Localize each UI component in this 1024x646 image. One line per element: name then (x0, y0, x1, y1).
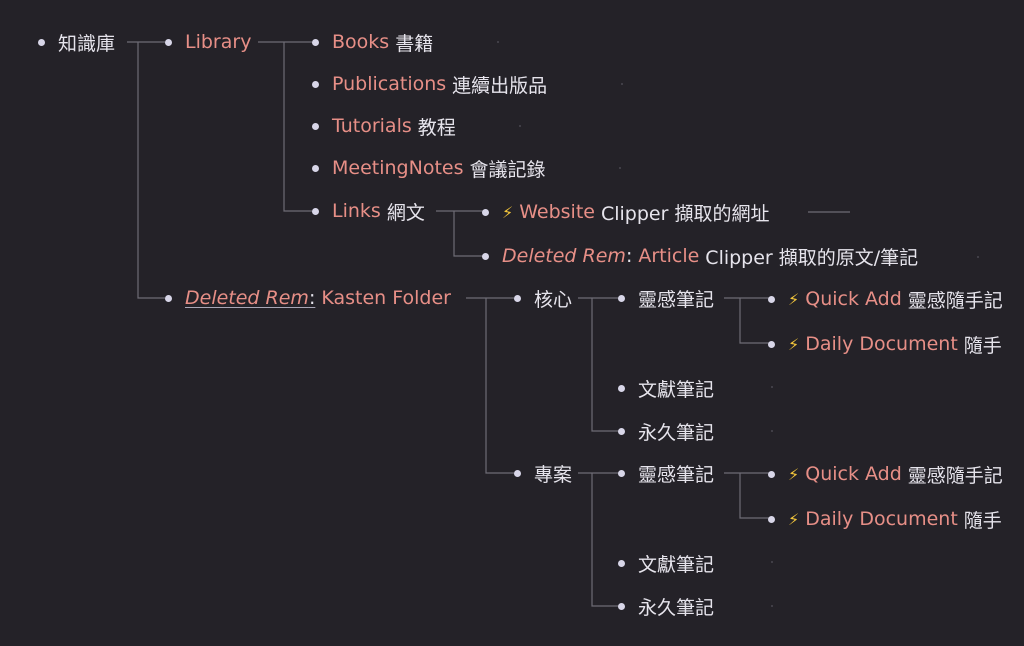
node-core-permanent[interactable]: 永久筆記 (618, 418, 714, 444)
colon: : (308, 287, 316, 309)
connector-kasten-project (485, 298, 514, 474)
node-link[interactable]: Daily Document (805, 333, 958, 355)
connector-core-daily (739, 298, 770, 344)
node-text: Clipper 擷取的網址 (600, 202, 770, 225)
node-article-clipper[interactable]: Deleted Rem : Article Clipper 擷取的原文/筆記 (482, 243, 918, 269)
node-library[interactable]: Library (165, 29, 251, 55)
bullet-icon[interactable] (618, 469, 625, 477)
lightning-icon: ⚡ (788, 334, 800, 354)
lightning-icon: ⚡ (788, 289, 800, 309)
bullet-icon[interactable] (618, 559, 625, 567)
bullet-icon[interactable] (165, 38, 172, 46)
bullet-icon[interactable] (618, 384, 625, 392)
bullet-icon[interactable] (768, 515, 775, 523)
node-link[interactable]: Quick Add (805, 288, 902, 310)
connector-library-links (283, 42, 312, 212)
bullet-icon[interactable] (312, 80, 319, 88)
node-label: 核心 (534, 288, 573, 311)
node-link[interactable]: Links (332, 200, 381, 222)
node-text: Kasten Folder (321, 287, 451, 309)
node-link[interactable]: Article (638, 245, 700, 267)
node-project-permanent[interactable]: 永久筆記 (618, 593, 714, 619)
bullet-icon[interactable] (482, 252, 489, 260)
node-text: 靈感隨手記 (907, 289, 1003, 312)
node-label: 專案 (534, 463, 573, 486)
node-label: 知識庫 (58, 32, 116, 55)
node-core-literature[interactable]: 文獻筆記 (618, 375, 714, 401)
node-link[interactable]: Tutorials (332, 115, 412, 137)
connector-links-article (453, 211, 484, 257)
node-text: 隨手 (963, 334, 1002, 357)
connector-project-daily (739, 473, 770, 519)
node-label: 靈感筆記 (638, 288, 715, 311)
bullet-icon[interactable] (312, 164, 319, 172)
connector-root-kasten (137, 42, 165, 299)
node-project-quick-add[interactable]: ⚡ Quick Add 靈感隨手記 (768, 461, 1003, 487)
bullet-icon[interactable] (768, 295, 775, 303)
bullet-icon[interactable] (312, 207, 319, 215)
deleted-rem-label[interactable]: Deleted Rem (502, 245, 626, 267)
bullet-icon[interactable] (768, 470, 775, 478)
bullet-icon[interactable] (618, 427, 625, 435)
node-label: 文獻筆記 (638, 553, 715, 576)
node-project-literature[interactable]: 文獻筆記 (618, 550, 714, 576)
node-project-inspiration[interactable]: 靈感筆記 (618, 460, 714, 486)
node-website-clipper[interactable]: ⚡ Website Clipper 擷取的網址 (482, 199, 769, 225)
node-publications[interactable]: Publications 連續出版品 (312, 71, 547, 97)
node-core-daily-document[interactable]: ⚡ Daily Document 隨手 (768, 331, 1002, 357)
lightning-icon: ⚡ (788, 509, 800, 529)
node-core[interactable]: 核心 (514, 285, 572, 311)
node-link[interactable]: MeetingNotes (332, 157, 464, 179)
bullet-icon[interactable] (482, 208, 489, 216)
node-tutorials[interactable]: Tutorials 教程 (312, 113, 456, 139)
node-link[interactable]: Website (519, 201, 595, 223)
node-text: 隨手 (963, 509, 1002, 532)
bullet-icon[interactable] (165, 294, 172, 302)
connector-core-permanent (591, 298, 620, 432)
node-link[interactable]: Daily Document (805, 508, 958, 530)
node-text: 教程 (417, 116, 456, 139)
node-text: 會議記錄 (469, 158, 546, 181)
node-link[interactable]: Library (185, 31, 252, 53)
node-core-inspiration[interactable]: 靈感筆記 (618, 285, 714, 311)
bullet-icon[interactable] (514, 469, 521, 477)
bullet-icon[interactable] (312, 38, 319, 46)
lightning-icon: ⚡ (788, 464, 800, 484)
bullet-icon[interactable] (618, 602, 625, 610)
lightning-icon: ⚡ (502, 202, 514, 222)
node-text: Clipper 擷取的原文/筆記 (705, 246, 919, 269)
node-text: 連續出版品 (452, 74, 548, 97)
node-project-daily-document[interactable]: ⚡ Daily Document 隨手 (768, 506, 1002, 532)
node-link[interactable]: Books (332, 31, 390, 53)
node-link[interactable]: Publications (332, 73, 447, 95)
colon: : (625, 245, 633, 267)
bullet-icon[interactable] (768, 340, 775, 348)
bullet-icon[interactable] (312, 122, 319, 130)
node-label: 永久筆記 (638, 421, 715, 444)
node-text: 網文 (386, 201, 425, 224)
node-root[interactable]: 知識庫 (38, 29, 115, 55)
node-label: 靈感筆記 (638, 463, 715, 486)
bullet-icon[interactable] (618, 294, 625, 302)
node-text: 書籍 (395, 32, 434, 55)
node-link[interactable]: Quick Add (805, 463, 902, 485)
node-books[interactable]: Books 書籍 (312, 29, 433, 55)
deleted-rem-label[interactable]: Deleted Rem (185, 287, 309, 309)
connector-project-permanent (591, 473, 620, 607)
node-meetingnotes[interactable]: MeetingNotes 會議記錄 (312, 155, 546, 181)
node-project[interactable]: 專案 (514, 460, 572, 486)
bullet-icon[interactable] (38, 38, 45, 46)
node-label: 永久筆記 (638, 596, 715, 619)
node-label: 文獻筆記 (638, 378, 715, 401)
node-core-quick-add[interactable]: ⚡ Quick Add 靈感隨手記 (768, 286, 1003, 312)
node-links[interactable]: Links 網文 (312, 198, 425, 224)
node-kasten-folder[interactable]: Deleted Rem: Kasten Folder (165, 285, 451, 311)
bullet-icon[interactable] (514, 294, 521, 302)
node-text: 靈感隨手記 (907, 464, 1003, 487)
